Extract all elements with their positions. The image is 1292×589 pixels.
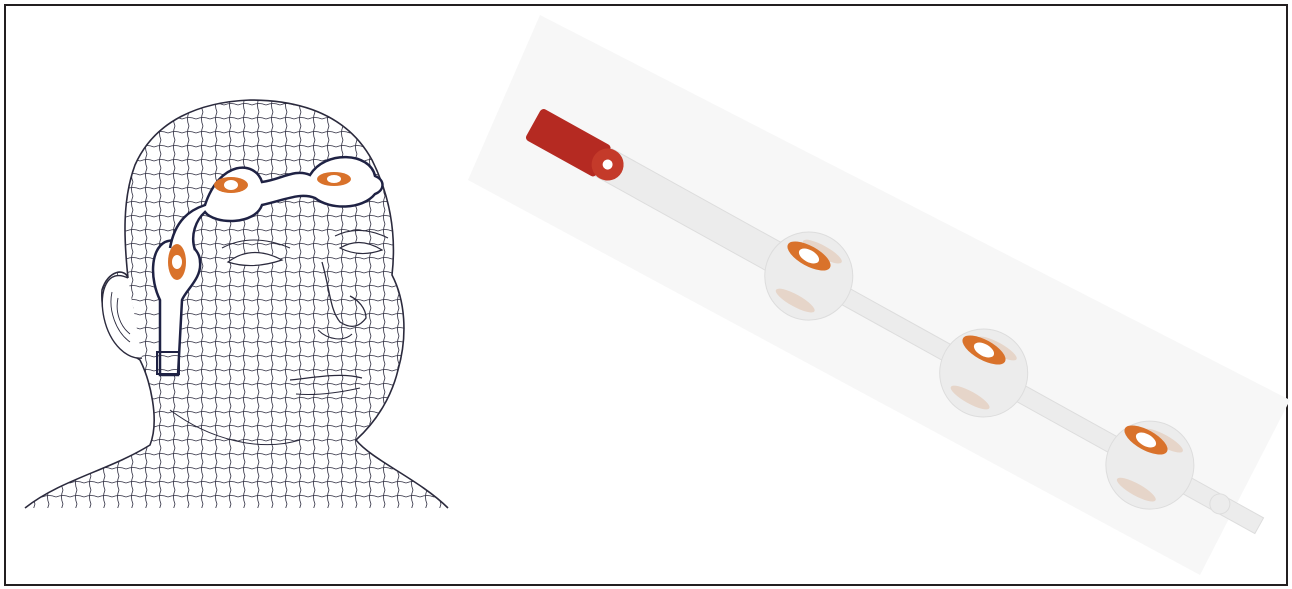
head-electrode: 2: [214, 177, 248, 193]
head-electrode-label: 1: [332, 177, 336, 184]
head-electrode-label: 2: [229, 183, 233, 190]
head-electrode-label: 3: [175, 260, 179, 267]
head-electrode: 3: [168, 244, 186, 280]
wireframe-head-icon: [20, 95, 460, 510]
head-electrode: 1: [317, 172, 351, 186]
sensor-strip-icon: [468, 15, 1290, 575]
